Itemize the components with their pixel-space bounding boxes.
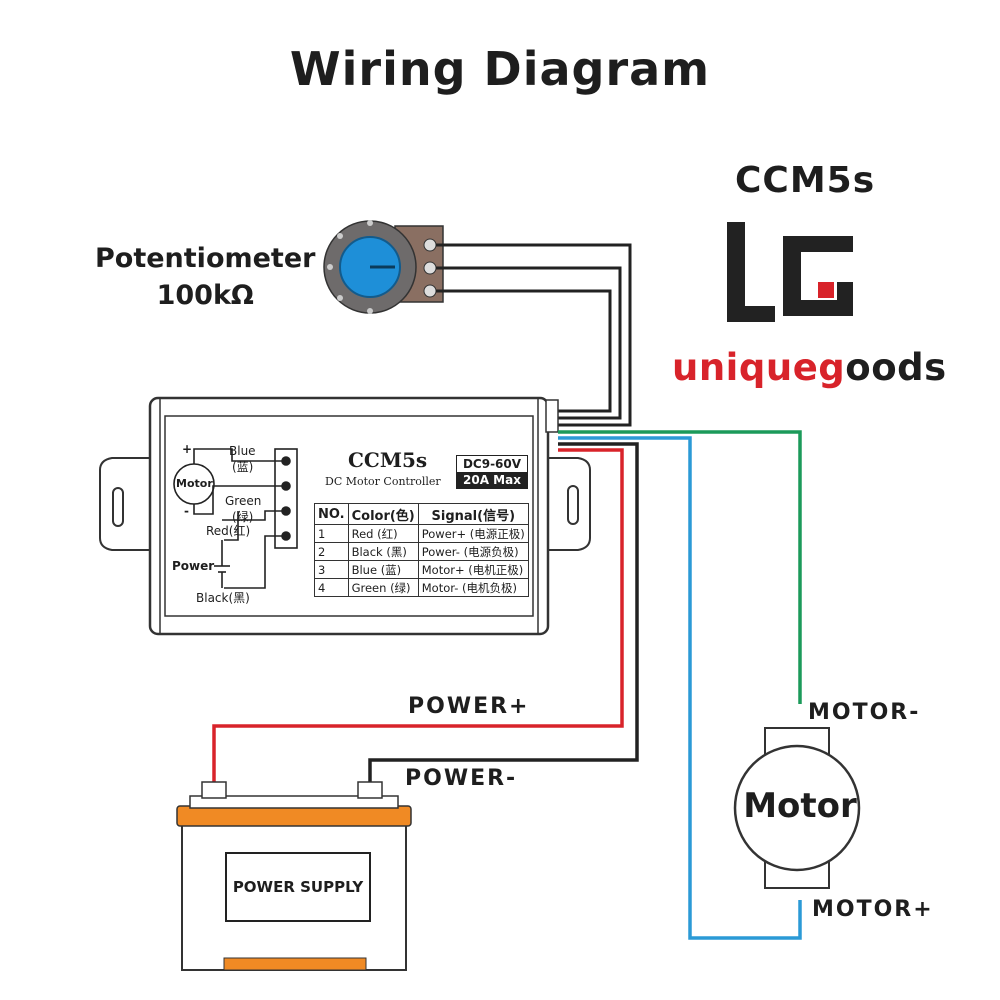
potentiometer-label: Potentiometer 100kΩ [95, 240, 315, 314]
table-row: 1 Red (红) Power+ (电源正极) [314, 524, 529, 543]
controller-mini-diagram [173, 448, 298, 589]
power-minus-label: POWER- [405, 766, 518, 791]
brand-name: uniquegoods [672, 346, 947, 389]
motor-minus-label: MOTOR- [808, 700, 921, 725]
mini-label-red: Red(红) [206, 524, 251, 538]
power-supply-battery [176, 781, 412, 971]
table-cell: 2 [314, 542, 349, 561]
mini-label-motor: Motor [176, 477, 213, 490]
mini-label-power: Power [172, 559, 215, 573]
controller-output-wires [212, 430, 802, 940]
table-cell: Power+ (电源正极) [417, 524, 529, 543]
table-header: Color(色) [347, 503, 419, 525]
table-row: 2 Black (黑) Power- (电源负极) [314, 542, 529, 561]
mini-plus-sign: + [182, 442, 193, 456]
motor-plus-label: MOTOR+ [812, 897, 934, 922]
table-cell: Black (黑) [347, 542, 419, 561]
power-plus-label: POWER+ [408, 694, 530, 719]
mini-label-green: Green [225, 494, 262, 508]
controller-voltage: DC9-60V [462, 457, 522, 471]
table-cell: Motor- (电机负极) [417, 578, 529, 597]
signal-table: NO. Color(色) Signal(信号) 1 Red (红) Power+… [314, 503, 529, 597]
table-cell: 3 [314, 560, 349, 579]
potentiometer-value: 100kΩ [156, 280, 254, 311]
mini-minus-sign: - [184, 504, 189, 518]
uniquegoods-logo-mark [727, 222, 853, 322]
table-cell: Green (绿) [347, 578, 419, 597]
potentiometer-name: Potentiometer [95, 243, 316, 274]
mini-label-black: Black(黑) [196, 591, 250, 605]
table-cell: 4 [314, 578, 349, 597]
potentiometer-wires [436, 243, 632, 427]
brand-text-b: g [818, 346, 846, 389]
table-header-row: NO. Color(色) Signal(信号) [314, 503, 529, 525]
table-row: 4 Green (绿) Motor- (电机负极) [314, 578, 529, 597]
table-cell: Red (红) [347, 524, 419, 543]
table-cell: Power- (电源负极) [417, 542, 529, 561]
table-cell: Blue (蓝) [347, 560, 419, 579]
mini-label-blue-cn: (蓝) [232, 460, 254, 474]
table-cell: 1 [314, 524, 349, 543]
model-name: CCM5s [735, 160, 876, 201]
page-title: Wiring Diagram [289, 42, 711, 96]
mini-label-blue: Blue [229, 444, 256, 458]
brand-text-c: oods [845, 346, 947, 389]
table-header: NO. [314, 503, 349, 525]
power-supply-label: POWER SUPPLY [225, 852, 371, 922]
table-cell: Motor+ (电机正极) [417, 560, 529, 579]
motor-body [733, 727, 861, 889]
controller-current: 20A Max [457, 472, 527, 488]
controller-spec-box: DC9-60V 20A Max [456, 455, 528, 489]
controller-subtitle: DC Motor Controller [325, 475, 441, 488]
table-header: Signal(信号) [417, 503, 529, 525]
table-row: 3 Blue (蓝) Motor+ (电机正极) [314, 560, 529, 579]
mini-label-green-cn: (绿) [232, 510, 254, 524]
brand-text-a: unique [672, 346, 819, 389]
potentiometer [323, 220, 444, 314]
motor-label: Motor [743, 786, 857, 826]
controller-model: CCM5s [348, 448, 428, 472]
